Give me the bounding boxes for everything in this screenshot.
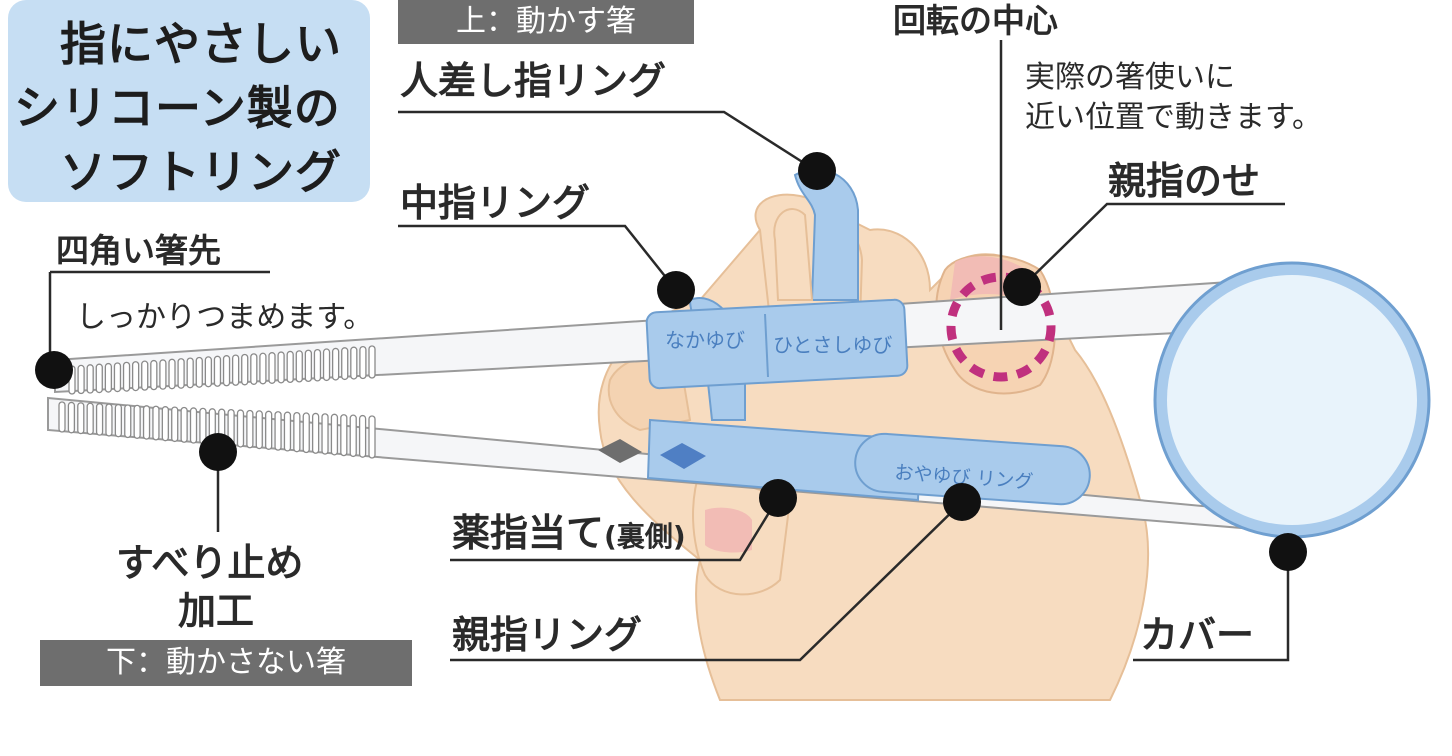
upper-ring-band: なかゆび ひとさしゆび: [645, 298, 909, 390]
ring-finger-rest-label: 薬指当て(裏側): [452, 511, 686, 555]
grip-ridge: [265, 410, 273, 450]
grip-ridge: [177, 358, 185, 389]
grip-ridge: [186, 357, 194, 389]
grip-ridge: [295, 350, 303, 383]
non-slip-label-line-2: 加工: [178, 589, 255, 633]
ring-finger-rest-note: (裏側): [604, 520, 686, 553]
grip-ridge: [274, 411, 282, 451]
hitosashi-ring-text: ひとさしゆび: [773, 333, 892, 357]
grip-ridge: [255, 410, 263, 450]
grip-ridge: [304, 349, 313, 383]
grip-ridge: [330, 413, 339, 456]
grip-ridge: [113, 362, 122, 393]
grip-ridge: [213, 355, 222, 387]
grip-ridge: [331, 347, 340, 381]
grip-ridge: [246, 409, 254, 449]
upper-grip-ridges: [68, 345, 376, 395]
grip-ridge: [141, 360, 149, 391]
grip-ridge: [286, 350, 294, 384]
grip-ridge: [86, 364, 94, 394]
upper-chopstick-tag: 上：動かす箸: [398, 0, 694, 44]
grip-ridge: [222, 355, 231, 387]
grip-ridge: [350, 346, 358, 380]
cover-label: カバー: [1140, 613, 1255, 657]
grip-ridge: [322, 348, 331, 382]
grip-ridge: [104, 362, 113, 393]
grip-ridge: [311, 412, 320, 454]
blue-diamond-mark: [660, 443, 706, 469]
rotation-description-line-2: 近い位置で動きます。: [1025, 100, 1322, 135]
grip-ridge: [359, 345, 367, 380]
grip-ridge: [195, 356, 203, 388]
grip-ridge: [341, 347, 349, 381]
grip-ridge: [131, 361, 140, 392]
cover: [1153, 261, 1431, 539]
grip-ridge: [293, 411, 301, 453]
grip-ridge: [168, 358, 176, 390]
grip-ridge: [204, 356, 213, 388]
grip-ridge: [231, 354, 240, 386]
leader-lines: [48, 40, 1290, 662]
grip-ridge: [171, 406, 179, 443]
rotation-description-line-1: 実際の箸使いに: [1025, 60, 1235, 95]
middle-ring-label: 中指リング: [400, 181, 591, 225]
rotation-center-marker: [946, 272, 1056, 382]
grip-ridge: [58, 401, 66, 433]
grip-ridge: [150, 359, 158, 391]
grip-ridge: [77, 402, 85, 435]
grip-ridge: [122, 361, 131, 392]
grip-ridge: [86, 402, 94, 436]
grip-ridge: [277, 351, 285, 384]
grip-ridge: [358, 414, 367, 458]
index-ring-label: 人差し指リング: [400, 59, 667, 103]
index-ring-loop: [773, 168, 859, 301]
callout-dots: [35, 152, 1307, 571]
grip-ridge: [159, 359, 167, 390]
grip-ridge: [161, 406, 169, 442]
grip-ridge: [77, 364, 85, 395]
grip-ridge: [313, 348, 322, 382]
grip-ridge: [349, 414, 357, 458]
grip-ridge: [142, 405, 151, 440]
grip-ridge: [321, 413, 329, 455]
lower-chopstick-tag: 下：動かさない箸: [40, 640, 412, 686]
grip-ridge: [95, 363, 103, 394]
lower-ring-band: おやゆび リング: [598, 418, 1091, 506]
grip-ridge: [268, 352, 276, 384]
grip-ridge: [236, 409, 245, 448]
grip-ridge: [283, 411, 292, 452]
title-box: 指にやさしい シリコーン製の ソフトリング: [8, 0, 370, 202]
gray-diamond-mark: [598, 439, 642, 463]
grip-ridge: [180, 406, 188, 443]
grip-ridge: [368, 415, 376, 459]
grip-ridge: [152, 405, 160, 441]
grip-ridge: [95, 403, 104, 436]
grip-ridge: [340, 414, 348, 457]
grip-ridge: [124, 404, 132, 439]
grip-ridge: [105, 403, 113, 437]
grip-ridge: [302, 412, 310, 454]
grip-ridge: [189, 407, 198, 444]
grip-ridge: [250, 353, 258, 385]
grip-ridge: [241, 353, 249, 386]
naka-ring-text: なかゆび: [665, 328, 745, 352]
non-slip-label-line-1: すべり止め: [116, 541, 304, 585]
grip-ridge: [368, 345, 376, 379]
grip-ridge: [133, 404, 141, 439]
grip-ridge: [259, 352, 267, 385]
thumb-rest-label: 親指のせ: [1108, 159, 1261, 203]
title-line-3: ソフトリング: [60, 145, 342, 199]
title-line-2: シリコーン製の: [14, 81, 341, 135]
grip-ridge: [114, 403, 123, 438]
square-tip-label: 四角い箸先: [56, 231, 221, 270]
grip-ridge: [67, 401, 76, 434]
thumb-ring-label: 親指リング: [452, 613, 643, 657]
title-line-1: 指にやさしい: [60, 17, 342, 71]
rotation-center-label: 回転の中心: [893, 1, 1058, 40]
square-tip-description: しっかりつまめます。: [76, 300, 374, 335]
